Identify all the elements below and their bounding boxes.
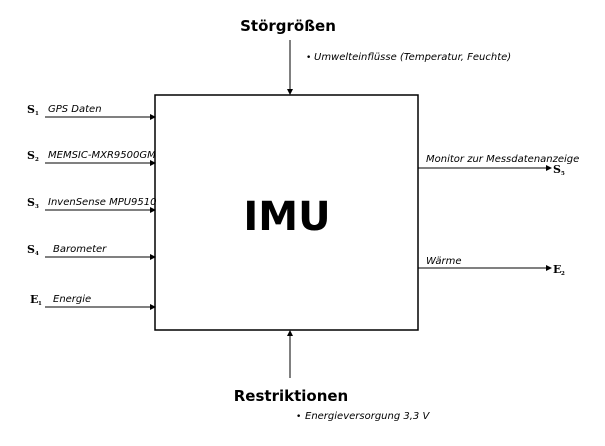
input-s3-index: 3 xyxy=(35,204,39,210)
output-s5: Monitor zur Messdatenanzeige S 5 xyxy=(418,154,579,177)
input-s1-index: 1 xyxy=(35,111,39,117)
inputs-group: S 1 GPS Daten S 2 MEMSIC-MXR9500GM S 3 I… xyxy=(27,103,157,310)
input-s2-symbol: S xyxy=(27,149,35,162)
disturbances-group: Störgrößen • Umwelteinflüsse (Temperatur… xyxy=(240,17,511,95)
input-e1-index: 1 xyxy=(38,301,42,307)
disturbance-bullet: • xyxy=(306,53,311,63)
output-s5-arrowhead xyxy=(546,165,552,171)
disturbances-heading: Störgrößen xyxy=(240,17,336,35)
disturbance-arrowhead xyxy=(287,89,293,95)
restrictions-heading: Restriktionen xyxy=(234,387,349,405)
restriction-arrowhead xyxy=(287,330,293,336)
input-s3-label: InvenSense MPU9510 xyxy=(48,197,157,208)
output-e2-arrowhead xyxy=(546,265,552,271)
input-s1-symbol: S xyxy=(27,103,35,116)
input-e1-symbol: E xyxy=(30,293,38,306)
input-e1-arrowhead xyxy=(150,304,156,310)
imu-block xyxy=(154,94,419,331)
input-s4-index: 4 xyxy=(35,251,39,257)
output-e2-index: 2 xyxy=(561,271,565,277)
input-s2-arrowhead xyxy=(150,160,156,166)
output-s5-index: 5 xyxy=(561,171,565,177)
disturbance-item: Umwelteinflüsse (Temperatur, Feuchte) xyxy=(314,52,511,63)
input-s1: S 1 GPS Daten xyxy=(27,103,156,120)
output-s5-symbol: S xyxy=(553,163,561,176)
input-s4-label: Barometer xyxy=(53,244,107,255)
input-s2-index: 2 xyxy=(35,157,39,163)
input-s4-symbol: S xyxy=(27,243,35,256)
input-e1: E 1 Energie xyxy=(30,293,156,310)
input-e1-label: Energie xyxy=(53,294,91,305)
input-s3-arrowhead xyxy=(150,207,156,213)
output-s5-label: Monitor zur Messdatenanzeige xyxy=(426,154,579,165)
input-s1-arrowhead xyxy=(150,114,156,120)
input-s3-symbol: S xyxy=(27,196,35,209)
restriction-bullet: • xyxy=(296,412,301,422)
restriction-item: Energieversorgung 3,3 V xyxy=(305,411,430,422)
output-e2-symbol: E xyxy=(553,263,561,276)
input-s3: S 3 InvenSense MPU9510 xyxy=(27,196,157,213)
output-e2-label: Wärme xyxy=(426,256,461,267)
restrictions-group: Restriktionen • Energieversorgung 3,3 V xyxy=(234,330,430,422)
input-s1-label: GPS Daten xyxy=(48,104,102,115)
input-s4: S 4 Barometer xyxy=(27,243,156,260)
outputs-group: Monitor zur Messdatenanzeige S 5 Wärme E… xyxy=(418,154,579,277)
input-s2-label: MEMSIC-MXR9500GM xyxy=(48,150,156,161)
input-s4-arrowhead xyxy=(150,254,156,260)
output-e2: Wärme E 2 xyxy=(418,256,565,277)
input-s2: S 2 MEMSIC-MXR9500GM xyxy=(27,149,156,166)
imu-block-title: IMU xyxy=(243,194,330,240)
